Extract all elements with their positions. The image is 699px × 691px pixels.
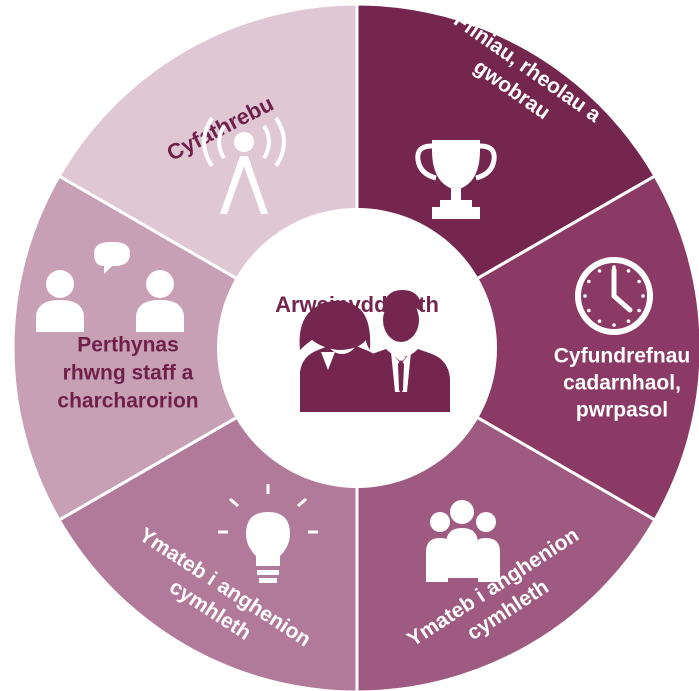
conversation-icon [36,242,184,332]
segment-label-line: charcharorion [57,389,198,412]
segment-label-5: Perthynas rhwng staff a charcharorion [57,333,198,412]
lightbulb-icon [218,484,318,583]
trophy-icon [415,140,497,219]
segment-label-line: rhwng staff a [63,361,194,384]
segment-label-line: Perthynas [77,333,179,356]
segment-label-line: pwrpasol [576,398,668,421]
leaders-icon [299,290,450,412]
segment-label-line: Cyfundrefnau [554,344,691,367]
segment-label-2: Cyfundrefnau cadarnhaol, pwrpasol [554,344,691,421]
segment-label-line: cadarnhaol, [563,371,681,394]
antenna-icon [202,116,286,214]
people-group-icon [426,500,500,582]
clock-icon [575,257,653,335]
